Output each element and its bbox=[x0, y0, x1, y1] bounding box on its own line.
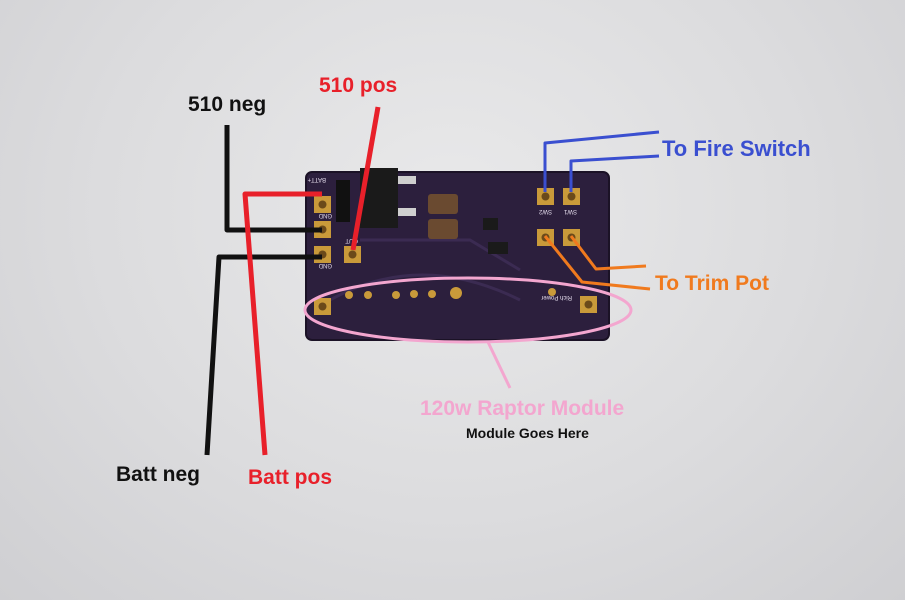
wire-trim-pot-1 bbox=[543, 235, 651, 291]
label-trim-pot: To Trim Pot bbox=[655, 272, 769, 295]
silk-out: OUT bbox=[345, 237, 358, 243]
wire-fire-switch-1 bbox=[543, 130, 660, 192]
label-fire-switch: To Fire Switch bbox=[662, 136, 811, 161]
label-batt-neg: Batt neg bbox=[116, 463, 200, 486]
pcb-board: BATT+ GND GND OUT SW2 SW1 Rich Power bbox=[305, 168, 610, 341]
module-header-pins bbox=[345, 287, 556, 299]
wire-batt-pos bbox=[242, 191, 322, 456]
silk-batt: BATT+ bbox=[307, 176, 326, 182]
silk-gnd-2: GND bbox=[318, 262, 332, 268]
wire-fire-switch-2 bbox=[569, 154, 660, 192]
mosfet-tab bbox=[336, 180, 350, 222]
label-510-pos: 510 pos bbox=[319, 74, 398, 97]
capacitor bbox=[428, 194, 458, 214]
capacitor bbox=[428, 219, 458, 239]
label-module-title: 120w Raptor Module bbox=[420, 397, 625, 420]
ic-chip bbox=[483, 218, 498, 230]
wire-510-neg bbox=[224, 125, 322, 233]
label-510-neg: 510 neg bbox=[188, 93, 267, 116]
silk-gnd-1: GND bbox=[318, 212, 332, 218]
module-pointer-line bbox=[486, 341, 512, 389]
silk-sw2: SW2 bbox=[538, 208, 552, 214]
label-batt-pos: Batt pos bbox=[248, 466, 332, 489]
silk-sw1: SW1 bbox=[563, 208, 577, 214]
wire-batt-neg bbox=[204, 254, 322, 456]
label-module-subtitle: Module Goes Here bbox=[466, 425, 589, 441]
silk-rich-power: Rich Power bbox=[541, 294, 572, 300]
module-outline bbox=[303, 276, 633, 344]
ic-chip bbox=[488, 242, 508, 254]
board-trace bbox=[329, 273, 521, 302]
wire-510-pos bbox=[350, 106, 381, 251]
wire-trim-pot-2 bbox=[569, 235, 647, 271]
board-trace bbox=[360, 238, 521, 272]
